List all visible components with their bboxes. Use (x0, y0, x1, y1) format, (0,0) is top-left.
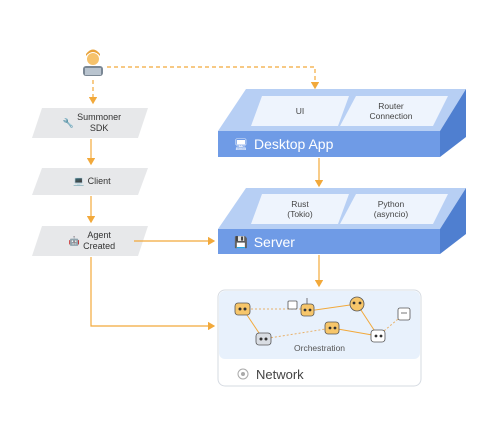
router-connection-tile (340, 96, 448, 126)
desktop-app-box (218, 89, 466, 157)
computer-icon: 🖥 (234, 138, 248, 151)
rust-tile-label: Rust(Tokio) (287, 199, 313, 219)
laptop-icon: 💻 (73, 176, 85, 186)
python-tile-label: Python(asyncio) (373, 199, 409, 219)
agent-robot-icon (324, 321, 340, 335)
agent-node (32, 226, 148, 256)
server-title: 💾 Server (234, 234, 295, 250)
robot-icon: 🤖 (68, 235, 81, 246)
orchestration-label: Orchestration (294, 343, 346, 353)
user-laptop-icon (83, 49, 103, 76)
client-node (32, 168, 148, 195)
sdk-node (32, 108, 148, 138)
agent-robot-icon (370, 329, 386, 343)
ui-tile-label: UI (295, 106, 305, 116)
server-box (218, 188, 466, 254)
client-node-label: 💻 Client (73, 176, 111, 186)
agent-robot-icon (349, 296, 365, 312)
desktop-app-title: 🖥 Desktop App (234, 136, 334, 152)
agent-to-network-arrow (90, 257, 216, 331)
agent-robot-icon (255, 332, 272, 346)
rust-tile (251, 194, 349, 224)
network-node-icon (237, 368, 249, 380)
ui-tile (251, 96, 349, 126)
python-tile (340, 194, 448, 224)
agent-robot-icon (397, 307, 411, 321)
wrench-icon: 🔧 (62, 117, 75, 128)
floppy-disk-icon: 💾 (234, 236, 248, 249)
agent-robot-icon (287, 298, 315, 317)
network-label: Network (256, 366, 304, 382)
agent-robot-icon (234, 302, 251, 316)
user-to-desktop-connector (107, 66, 320, 90)
